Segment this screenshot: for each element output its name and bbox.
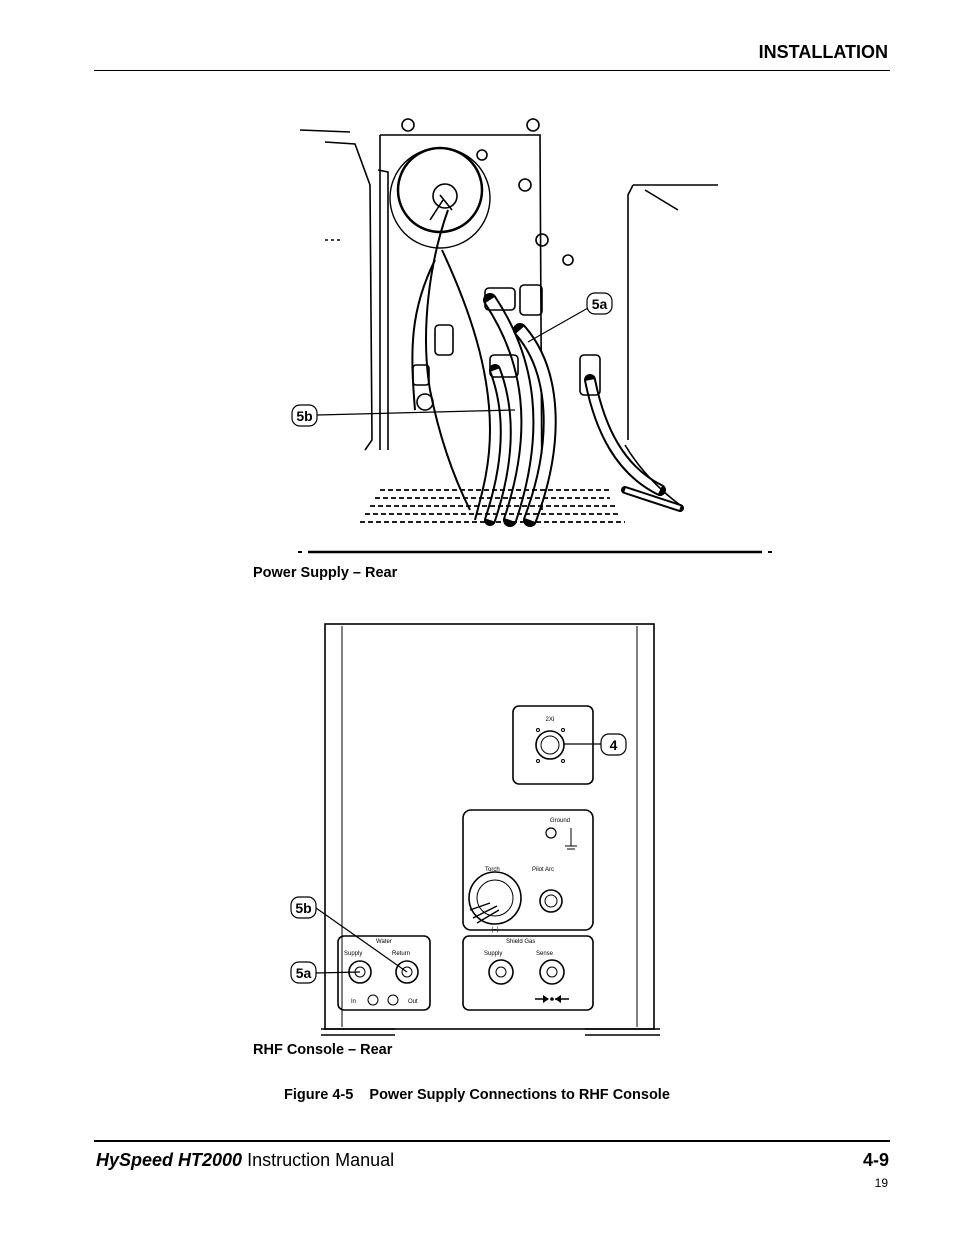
gas-supply-label: Supply [484,951,502,957]
figure-caption-bottom: RHF Console – Rear [253,1042,393,1058]
footer-manual: Instruction Manual [247,1150,395,1170]
header-rule [94,70,890,71]
callout-5b-console: 5b [295,900,311,916]
figure-title: Figure 4-5 Power Supply Connections to R… [284,1087,670,1103]
callout-4: 4 [610,737,618,753]
footer-rule [94,1140,890,1142]
torch-polarity-label: (–) [491,927,498,933]
gas-sense-label: Sense [536,951,554,957]
callout-5a-console: 5a [296,965,312,981]
water-in-label: In [351,999,356,1005]
power-supply-rear-illustration: 5a 5b [291,118,772,554]
footer-manual-title: HySpeed HT2000 Instruction Manual [96,1150,394,1171]
section-title: INSTALLATION [758,42,888,62]
torch-label: Torch [485,867,500,873]
callout-5a: 5a [592,296,608,312]
connector-label: 2XI [545,717,554,723]
water-out-label: Out [408,999,418,1005]
page-number: 4-9 [862,1150,889,1170]
sheet-number: 19 [874,1176,888,1190]
pilot-arc-label: Pilot Arc [532,867,554,873]
water-return-label: Return [392,951,410,957]
figure-caption-top: Power Supply – Rear [253,565,398,581]
water-label: Water [376,939,392,945]
ground-label: Ground [550,818,570,824]
rhf-console-rear-illustration: 2XI Ground Torch Pilot Arc (–) Water Sup… [290,623,660,1036]
shield-gas-label: Shield Gas [506,939,535,945]
footer-brand: HySpeed HT2000 [96,1150,243,1170]
callout-5b: 5b [296,408,312,424]
water-supply-label: Supply [344,951,362,957]
